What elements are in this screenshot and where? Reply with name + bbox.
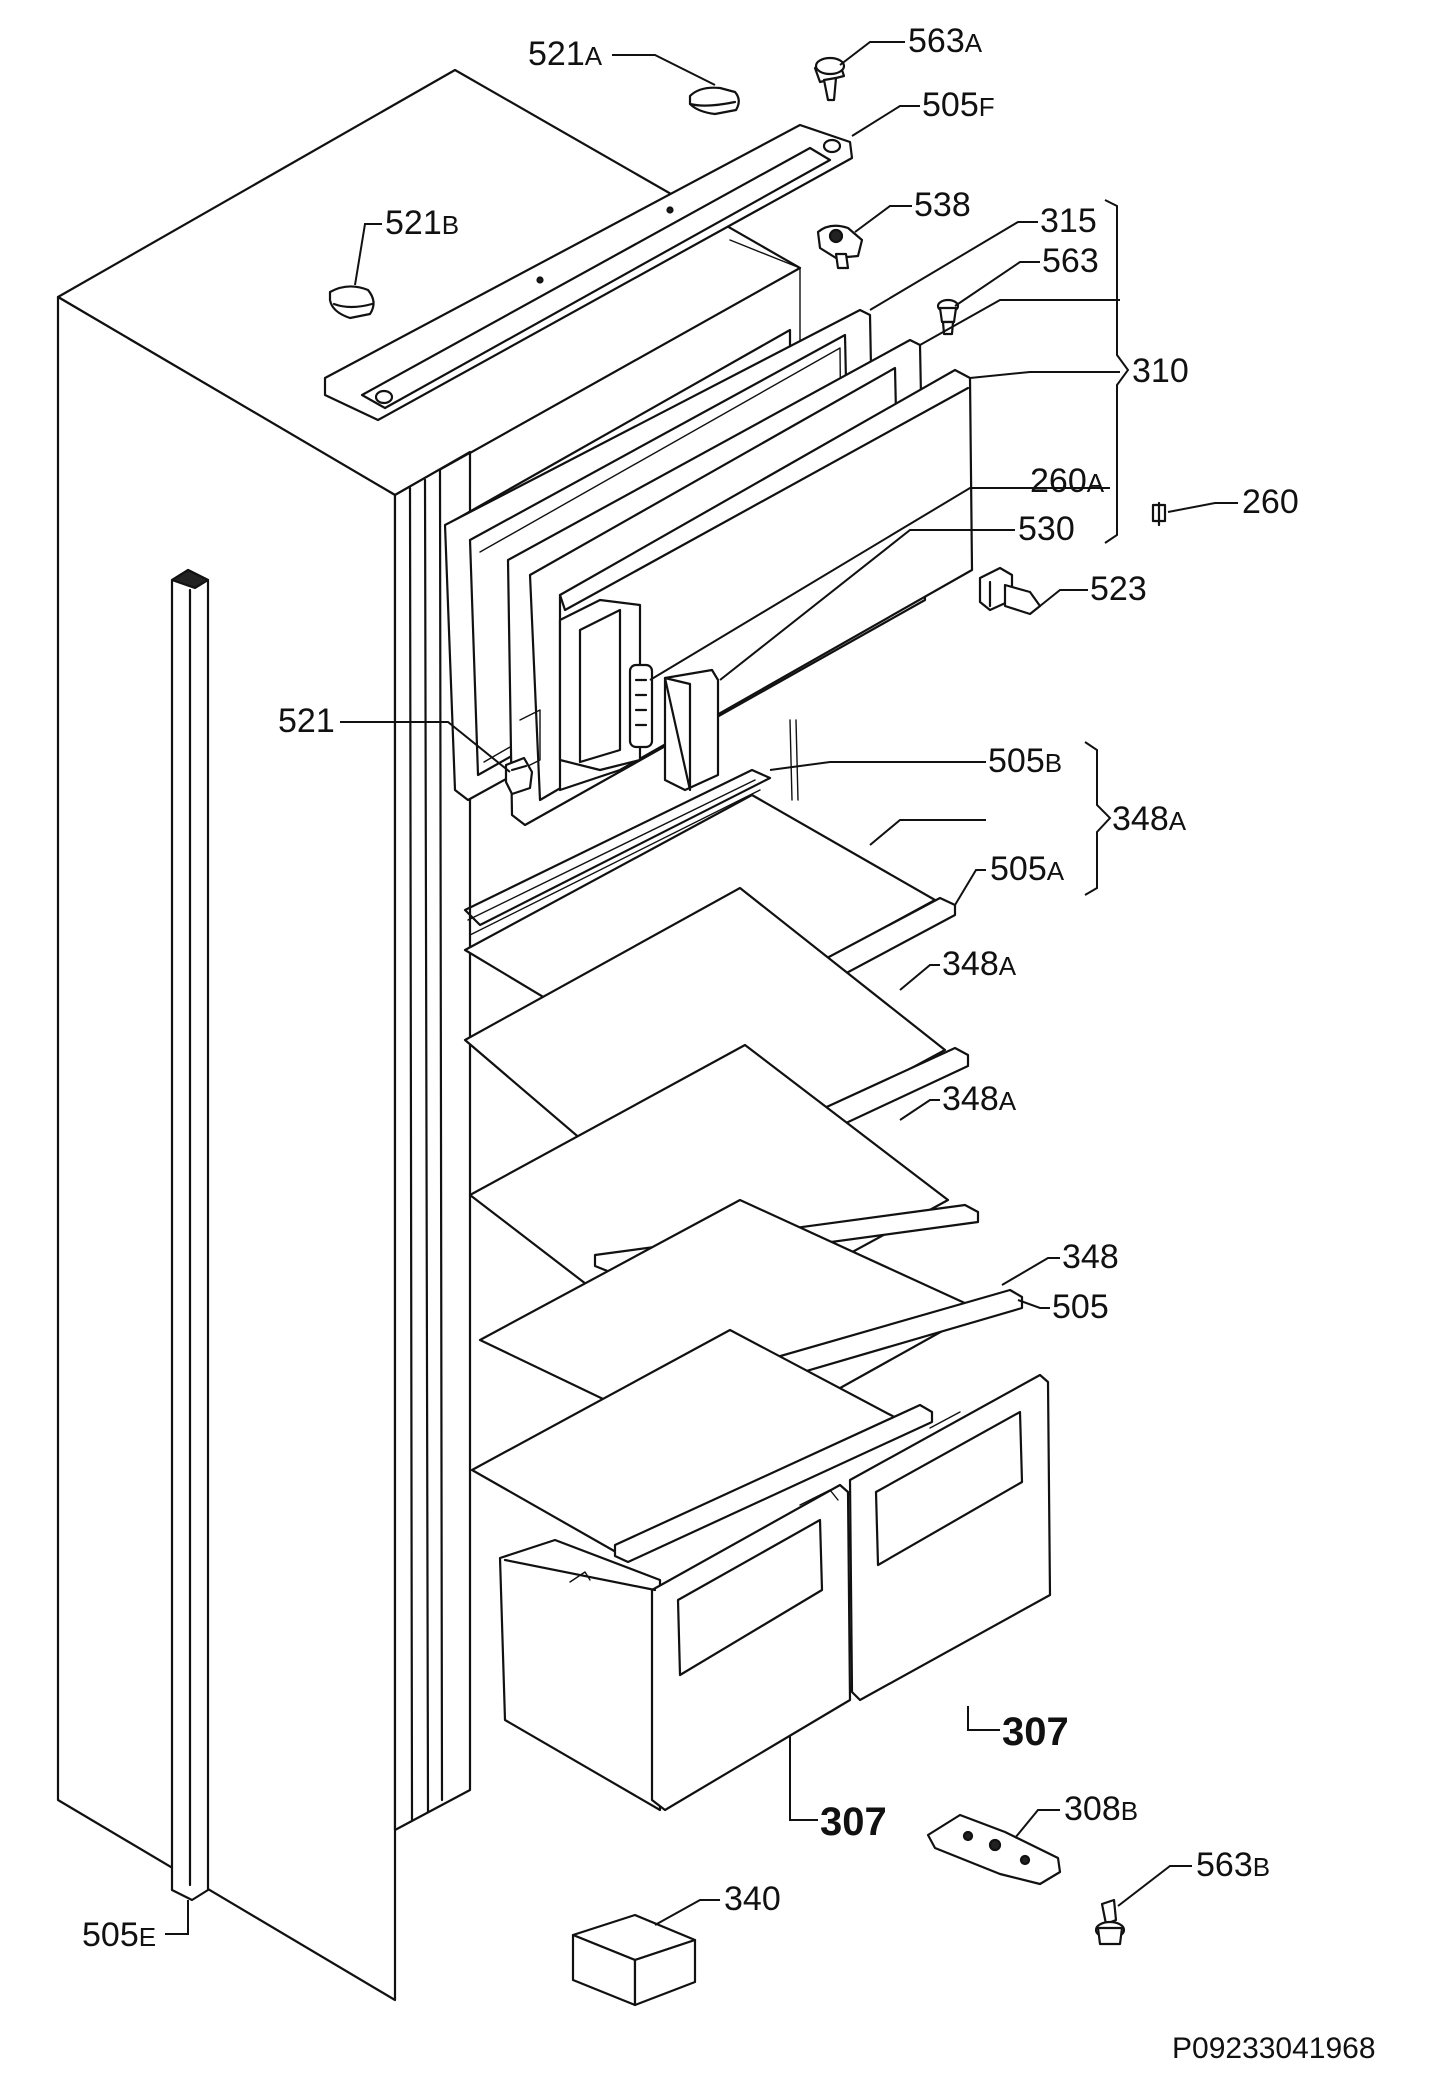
callout-315: 315 <box>1040 202 1097 240</box>
screw-563a <box>813 56 846 102</box>
cap-521 <box>504 756 534 796</box>
callout-563b: 563B <box>1196 1846 1270 1884</box>
door-hinge-260a <box>628 663 654 749</box>
callout-521a: 521A <box>528 35 603 73</box>
bracket-310 <box>1104 199 1130 544</box>
door-gasket-strip-505e <box>170 568 210 1902</box>
callout-310: 310 <box>1132 352 1189 390</box>
callout-505f: 505F <box>922 86 995 124</box>
callout-521b: 521B <box>385 204 459 242</box>
callout-521: 521 <box>278 702 335 740</box>
callout-348a-2: 348A <box>942 945 1017 983</box>
callout-538: 538 <box>914 186 971 224</box>
callout-260: 260 <box>1242 483 1299 521</box>
callout-348a-group: 348A <box>1112 800 1187 838</box>
callout-307-left: 307 <box>820 1800 887 1844</box>
crisper-drawer-307-left <box>498 1483 852 1812</box>
crisper-drawer-307-right <box>799 1373 1052 1702</box>
callout-563a: 563A <box>908 22 983 60</box>
hinge-cap-521a <box>688 86 740 116</box>
callout-523: 523 <box>1090 570 1147 608</box>
hinge-cap-521b <box>328 285 375 320</box>
screw-563b <box>1094 1898 1126 1946</box>
clip-260 <box>1151 501 1167 527</box>
callout-505: 505 <box>1052 1288 1109 1326</box>
callout-505b: 505B <box>988 742 1062 780</box>
hinge-plate-308b <box>926 1813 1062 1886</box>
door-handle-530 <box>663 668 720 792</box>
callout-505e: 505E <box>82 1916 156 1954</box>
freezer-door-310 <box>558 368 974 792</box>
leader-lines <box>165 41 1238 1935</box>
callout-260a: 260A <box>1030 462 1105 500</box>
switch-523 <box>978 566 1042 616</box>
callout-348: 348 <box>1062 1238 1119 1276</box>
box-340 <box>571 1913 697 2007</box>
callout-308b: 308B <box>1064 1790 1138 1828</box>
callout-307-right: 307 <box>1002 1710 1069 1754</box>
shelf-trim-bottom <box>613 1403 934 1564</box>
callout-348a-3: 348A <box>942 1080 1017 1118</box>
screw-563 <box>936 298 960 336</box>
drawing-reference-number: P09233041968 <box>1172 2032 1376 2065</box>
callout-505a: 505A <box>990 850 1065 888</box>
hinge-538 <box>816 224 864 270</box>
bracket-348a <box>1084 741 1112 896</box>
callout-530: 530 <box>1018 510 1075 548</box>
callout-labels: 521A 563A 505F 521B 538 315 563 310 260A… <box>82 22 1299 1954</box>
shelf-rail-guide <box>789 719 799 801</box>
callout-563: 563 <box>1042 242 1099 280</box>
cabinet-body <box>56 68 802 2002</box>
top-cover-plate-505f <box>323 123 854 422</box>
callout-340: 340 <box>724 1880 781 1918</box>
